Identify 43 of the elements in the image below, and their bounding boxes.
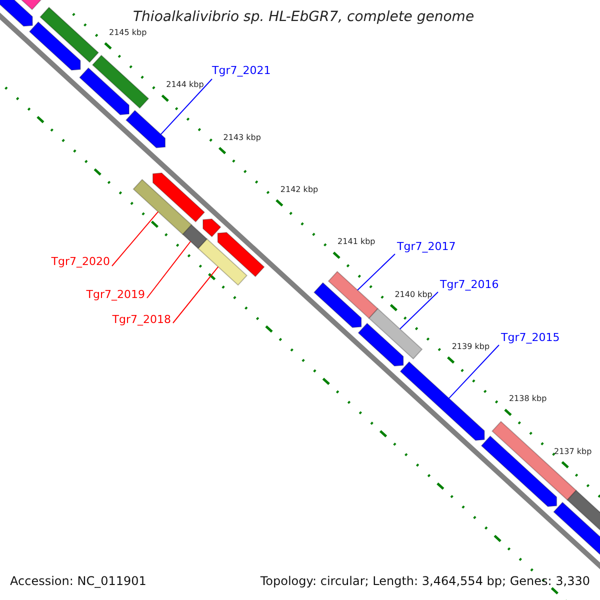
gene-bar bbox=[40, 6, 100, 63]
gene-bar bbox=[491, 420, 577, 501]
leader-line bbox=[172, 266, 219, 324]
scale-label: 2139 kbp bbox=[452, 342, 490, 352]
gene-bar bbox=[368, 308, 423, 360]
scale-label: 2140 kbp bbox=[394, 290, 432, 300]
gene-pointed-bar bbox=[152, 172, 206, 223]
scale-label: 2144 kbp bbox=[166, 80, 204, 90]
gene-label: Tgr7_2015 bbox=[501, 331, 560, 344]
gene-label: Tgr7_2017 bbox=[397, 240, 456, 254]
gene-bar bbox=[92, 54, 150, 109]
gene-bar bbox=[328, 270, 379, 319]
gene-label: Tgr7_2021 bbox=[212, 64, 271, 78]
accession-text: Accession: NC_011901 bbox=[10, 574, 146, 588]
scale-label: 2142 kbp bbox=[280, 184, 318, 195]
leader-line bbox=[448, 344, 500, 399]
scale-label: 2138 kbp bbox=[508, 394, 547, 404]
scale-label: 2137 kbp bbox=[554, 446, 592, 456]
gene-pointed-bar bbox=[217, 232, 265, 278]
gene-bar bbox=[198, 238, 248, 286]
diagram-title: Thioalkalivibrio sp. HL-EbGR7, complete genome bbox=[133, 9, 474, 26]
gene-pointed-bar bbox=[313, 282, 362, 328]
gene-pointed-bar bbox=[78, 67, 130, 116]
scale-label: 2143 kbp bbox=[223, 132, 261, 142]
gene-pointed-bar bbox=[358, 322, 404, 367]
gene-pointed-bar bbox=[125, 110, 166, 148]
gene-label: Tgr7_2019 bbox=[86, 288, 145, 302]
genome-summary: Topology: circular; Length: 3,464,554 bp; Genes: 3,330 bbox=[260, 574, 590, 588]
gene-pointed-bar bbox=[0, 0, 33, 27]
gene-pointed-bar bbox=[28, 21, 81, 71]
gene-label: Tgr7_2020 bbox=[51, 255, 110, 268]
leader-line bbox=[160, 78, 212, 135]
leader-line bbox=[399, 292, 438, 330]
scale-label: 2141 kbp bbox=[338, 237, 376, 247]
scale-label: 2145 kbp bbox=[108, 28, 147, 38]
gene-label: Tgr7_2016 bbox=[440, 278, 499, 292]
leader-line bbox=[146, 241, 191, 298]
gene-pointed-bar bbox=[202, 218, 222, 238]
gene-label: Tgr7_2018 bbox=[112, 313, 171, 326]
gene-bar bbox=[132, 178, 192, 236]
leader-line bbox=[112, 211, 159, 266]
leader-line bbox=[357, 254, 396, 291]
gene-pointed-bar bbox=[400, 361, 485, 441]
